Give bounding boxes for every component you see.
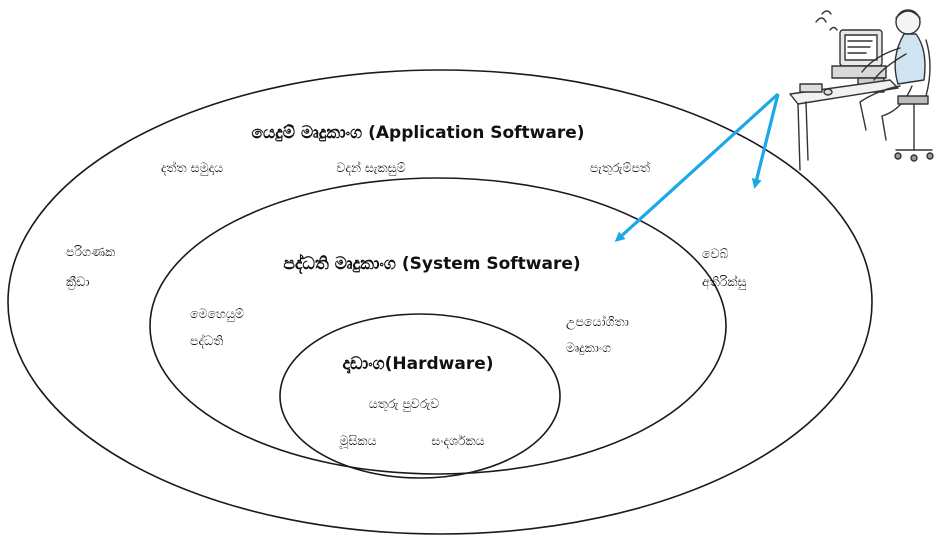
keyboard-label: යතුරු පුවරුව	[369, 396, 439, 412]
word-processing-label: වදන් සැකසුම්	[336, 160, 405, 176]
arrow-to-system-layer	[614, 92, 780, 243]
hardware-title: දෘඩාංග(Hardware)	[342, 354, 493, 374]
computer-games-line-1: පරිගණක	[66, 244, 116, 259]
user-interaction-arrows	[614, 92, 780, 243]
mouse-label: මූසිකය	[338, 433, 376, 449]
utility-software-line-1: උපයෝගිතා	[566, 314, 629, 330]
web-browsers-line-2: අතිරික්සු	[702, 274, 747, 290]
arrow-to-application-layer	[751, 93, 780, 189]
monitor-label: සංදර්ශකය	[431, 433, 484, 449]
utility-software-label: උපයෝගිතා මෘදුකාංග	[566, 314, 633, 355]
system-software-ring	[149, 177, 727, 475]
operating-systems-line-2: පද්ධති	[190, 333, 224, 349]
application-software-title: යෙදුම් මෘදුකාංග (Application Software)	[251, 123, 584, 143]
database-label: දත්ත සමුදාය	[161, 160, 223, 176]
operating-systems-label: මෙහෙයුම් පද්ධති	[190, 306, 248, 349]
utility-software-line-2: මෘදුකාංග	[566, 340, 611, 355]
system-software-title: පද්ධති මෘදුකාංග (System Software)	[283, 253, 580, 275]
web-browsers-label: වෙබ් අතිරික්සු	[702, 246, 747, 290]
computer-games-label: පරිගණක ක්‍රීඩා	[66, 244, 119, 290]
hardware-ring	[279, 313, 561, 479]
computer-user-icon	[789, 9, 934, 171]
web-browsers-line-1: වෙබ්	[702, 246, 729, 261]
operating-systems-line-1: මෙහෙයුම්	[190, 306, 244, 322]
application-software-ring	[7, 69, 873, 535]
spreadsheet-label: පැතුරුම්පත්	[590, 160, 651, 175]
computer-games-line-2: ක්‍රීඩා	[66, 274, 90, 290]
